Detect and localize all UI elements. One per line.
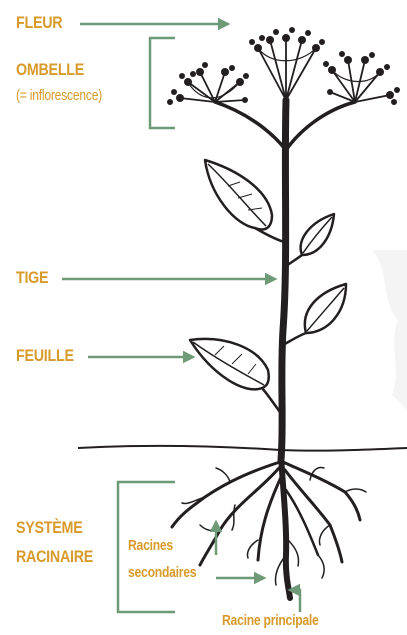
flower [394, 87, 400, 93]
flower [254, 44, 262, 52]
umbel-left [180, 72, 245, 102]
flower [266, 36, 274, 44]
flower [249, 39, 255, 45]
background-texture [372, 250, 407, 410]
flower [319, 39, 325, 45]
flower [298, 36, 306, 44]
flower [202, 62, 208, 68]
umbel-right [330, 60, 390, 102]
flower [384, 64, 390, 70]
root-hair [232, 505, 235, 530]
label-inflorescence: (= inflorescence) [16, 88, 102, 104]
label-fleur: FLEUR [16, 13, 62, 33]
flower [369, 52, 375, 58]
flower [221, 68, 229, 76]
label-tige: TIGE [16, 268, 48, 288]
leaves [190, 160, 346, 415]
flower [179, 73, 185, 79]
flower [242, 97, 248, 103]
flower [361, 56, 369, 64]
flower [391, 99, 397, 105]
flower [196, 68, 204, 76]
label-racine-principale: Racine principale [222, 613, 319, 629]
secondary-root [286, 490, 318, 555]
label-racines: Racines [128, 538, 173, 554]
root-hair [318, 555, 324, 578]
flower [344, 56, 352, 64]
flower [229, 65, 235, 71]
ground-line [78, 446, 407, 451]
flower [176, 94, 184, 102]
flower [327, 89, 333, 95]
root-hair [319, 525, 330, 545]
umbel-center [258, 38, 316, 100]
root-hair [345, 489, 366, 492]
flower [236, 78, 244, 86]
branch [286, 102, 355, 150]
flower [167, 99, 173, 105]
flower [312, 44, 320, 52]
root-hair [288, 540, 299, 566]
flower [171, 89, 177, 95]
flower [190, 71, 196, 77]
root-system [172, 455, 366, 598]
petiole [283, 333, 306, 345]
label-racinaire: RACINAIRE [16, 547, 93, 567]
flower [305, 30, 311, 36]
label-feuille: FEUILLE [16, 346, 74, 366]
label-ombelle: OMBELLE [16, 60, 84, 80]
flower [243, 73, 249, 79]
flower [282, 34, 290, 42]
secondary-root [285, 470, 342, 562]
umbels [180, 38, 390, 102]
label-systeme: SYSTÈME [16, 518, 82, 538]
flower [259, 35, 265, 41]
flower [386, 91, 394, 99]
flower [184, 78, 192, 86]
label-secondaires: secondaires [128, 565, 196, 581]
plant-stem [281, 100, 286, 460]
secondary-root [172, 462, 280, 527]
flower [376, 68, 384, 76]
root-hair [247, 540, 258, 558]
secondary-root [258, 475, 282, 560]
flower [339, 51, 345, 57]
flower [289, 27, 295, 33]
branch [215, 102, 286, 150]
ombelle-bracket [150, 38, 175, 128]
flower [328, 66, 336, 74]
flower [323, 61, 329, 67]
root-hair [216, 468, 230, 482]
flower [273, 29, 279, 35]
